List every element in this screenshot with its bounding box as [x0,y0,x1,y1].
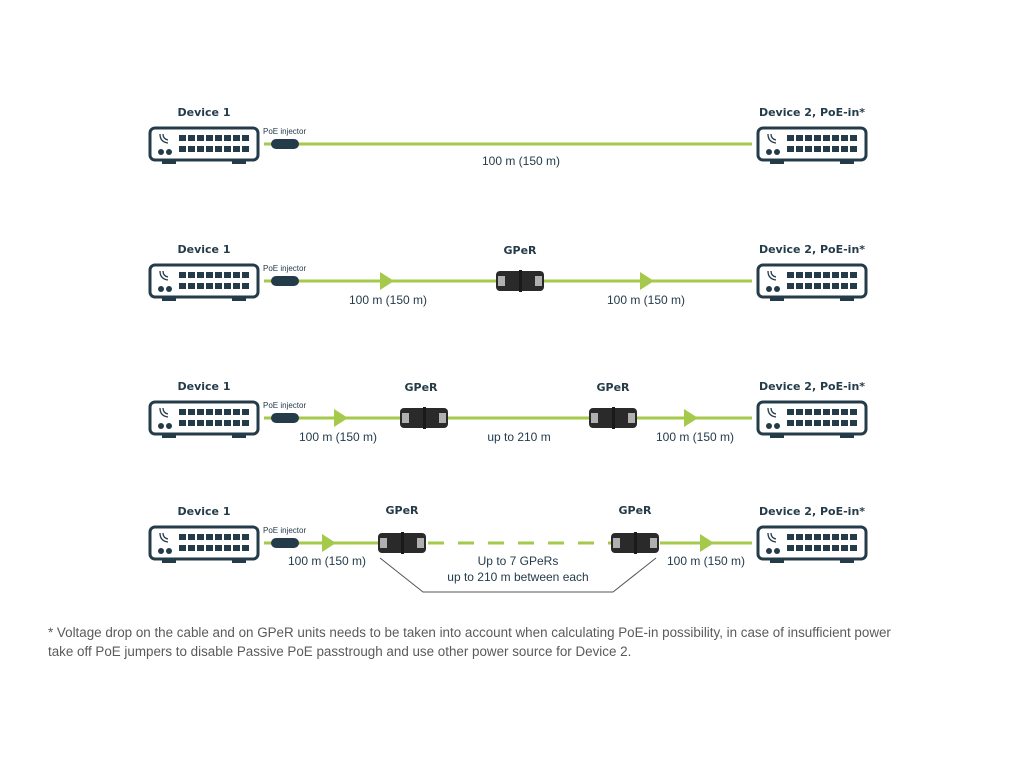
direction-arrow-icon [334,409,348,427]
gper-label: GPeR [618,504,652,517]
gper-icon [400,407,448,429]
device-1-label: Device 1 [178,380,231,393]
footnote: * Voltage drop on the cable and on GPeR … [48,623,988,661]
gper-icon [378,532,426,554]
direction-arrow-icon [322,534,336,552]
distance-label: 100 m (150 m) [656,430,734,444]
device-1-icon [148,525,260,565]
chain-note-line-1: Up to 7 GPeRs [478,554,559,568]
poe-injector-icon [271,538,299,548]
chain-bracket [379,557,657,593]
device-1-label: Device 1 [178,243,231,256]
direction-arrow-icon [700,534,714,552]
direction-arrow-icon [380,272,394,290]
direction-arrow-icon [684,409,698,427]
direction-arrow-icon [640,272,654,290]
distance-label: 100 m (150 m) [288,554,366,568]
device-2-icon [756,126,868,166]
distance-label: 100 m (150 m) [667,554,745,568]
distance-label: 100 m (150 m) [482,154,560,168]
distance-label: 100 m (150 m) [349,293,427,307]
poe-injector-icon [271,276,299,286]
footnote-line-1: * Voltage drop on the cable and on GPeR … [48,625,891,640]
gper-icon [496,270,544,292]
poe-injector-label: PoE injector [263,526,306,535]
distance-label: up to 210 m [487,430,550,444]
gper-icon [589,407,637,429]
device-2-icon [756,525,868,565]
poe-injector-label: PoE injector [263,127,306,136]
poe-injector-label: PoE injector [263,264,306,273]
device-2-label: Device 2, PoE-in* [759,106,865,119]
device-2-label: Device 2, PoE-in* [759,380,865,393]
device-1-label: Device 1 [178,106,231,119]
gper-icon [611,532,659,554]
device-2-icon [756,263,868,303]
gper-label: GPeR [596,381,630,394]
device-2-icon [756,400,868,440]
device-1-icon [148,400,260,440]
device-1-icon [148,263,260,303]
poe-injector-icon [271,413,299,423]
gper-label: GPeR [404,381,438,394]
chain-note-line-2: up to 210 m between each [447,570,588,584]
poe-injector-label: PoE injector [263,401,306,410]
distance-label: 100 m (150 m) [607,293,685,307]
device-1-icon [148,126,260,166]
footnote-line-2: take off PoE jumpers to disable Passive … [48,644,632,659]
gper-label: GPeR [503,244,537,257]
device-2-label: Device 2, PoE-in* [759,243,865,256]
device-2-label: Device 2, PoE-in* [759,505,865,518]
distance-label: 100 m (150 m) [299,430,377,444]
device-1-label: Device 1 [178,505,231,518]
poe-injector-icon [271,139,299,149]
gper-label: GPeR [385,504,419,517]
